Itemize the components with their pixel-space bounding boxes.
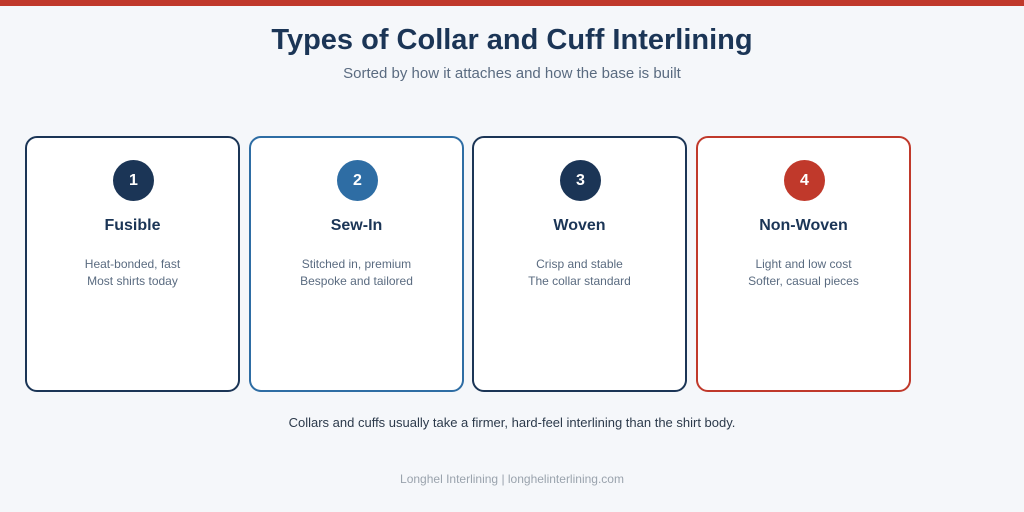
card-description-line-1: Crisp and stable bbox=[536, 257, 623, 271]
card-title: Sew-In bbox=[330, 217, 383, 234]
number-badge: 2 bbox=[337, 160, 378, 201]
credit-line: Longhel Interlining | longhelinterlining… bbox=[400, 472, 624, 486]
card-description-line-2: Bespoke and tailored bbox=[300, 274, 413, 288]
card-description-line-1: Stitched in, premium bbox=[301, 257, 412, 271]
top-accent-bar bbox=[0, 0, 1024, 6]
footnote: Collars and cuffs usually take a firmer,… bbox=[288, 415, 736, 430]
card-description-line-2: Softer, casual pieces bbox=[748, 274, 859, 288]
number-badge: 1 bbox=[113, 160, 154, 201]
card-fusible: 1 Fusible Heat-bonded, fast Most shirts … bbox=[25, 136, 240, 392]
card-description-line-1: Light and low cost bbox=[755, 257, 852, 271]
number-badge: 3 bbox=[560, 160, 601, 201]
number-badge: 4 bbox=[784, 160, 825, 201]
card-sew-in: 2 Sew-In Stitched in, premium Bespoke an… bbox=[249, 136, 464, 392]
page-title: Types of Collar and Cuff Interlining bbox=[271, 24, 753, 56]
card-description-line-1: Heat-bonded, fast bbox=[84, 257, 181, 271]
card-title: Woven bbox=[553, 217, 606, 234]
card-title: Non-Woven bbox=[759, 217, 848, 234]
page-subtitle: Sorted by how it attaches and how the ba… bbox=[343, 65, 681, 82]
card-woven: 3 Woven Crisp and stable The collar stan… bbox=[472, 136, 687, 392]
card-title: Fusible bbox=[104, 217, 161, 234]
card-non-woven: 4 Non-Woven Light and low cost Softer, c… bbox=[696, 136, 911, 392]
card-description-line-2: The collar standard bbox=[528, 274, 631, 288]
card-description-line-2: Most shirts today bbox=[87, 274, 178, 288]
